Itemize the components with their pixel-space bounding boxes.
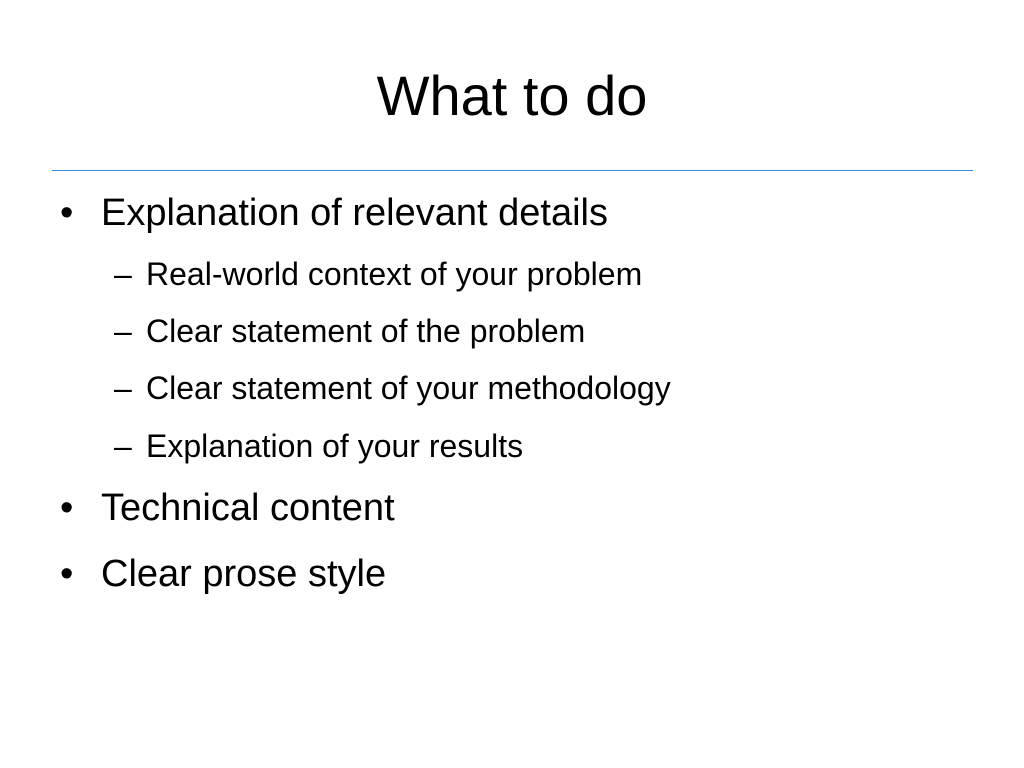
sub-bullet-marker: – xyxy=(114,313,132,349)
bullet-marker: • xyxy=(60,487,74,529)
bullet-marker: • xyxy=(60,192,74,234)
sub-bullet-text: Real-world context of your problem xyxy=(146,256,643,292)
bullet-marker: • xyxy=(60,553,74,595)
sub-bullet-text: Clear statement of your methodology xyxy=(146,370,671,406)
title-divider xyxy=(52,170,973,171)
sub-bullet-marker: – xyxy=(114,256,132,292)
sub-bullet-text: Explanation of your results xyxy=(146,428,524,464)
sub-bullet-text: Clear statement of the problem xyxy=(146,313,586,349)
sub-bullet-marker: – xyxy=(114,428,132,464)
bullet-text: Clear prose style xyxy=(101,553,387,595)
bullet-text: Technical content xyxy=(101,487,395,529)
sub-bullet-marker: – xyxy=(114,370,132,406)
bullet-text: Explanation of relevant details xyxy=(101,192,608,234)
slide-title: What to do xyxy=(376,64,648,127)
